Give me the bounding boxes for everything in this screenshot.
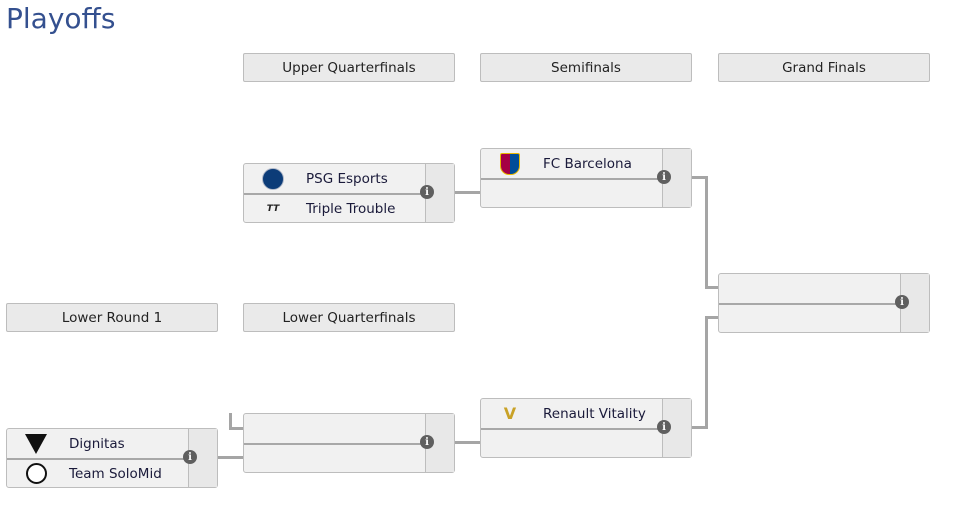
renault-vitality-logo-icon: V: [503, 404, 517, 423]
team-row[interactable]: Team SoloMid: [7, 459, 190, 488]
psg-logo-icon: [260, 167, 286, 190]
match-lower-quarterfinal[interactable]: i: [243, 413, 455, 473]
team-row[interactable]: Dignitas: [7, 429, 217, 460]
info-icon[interactable]: i: [420, 435, 434, 449]
info-icon[interactable]: i: [657, 420, 671, 434]
info-icon[interactable]: i: [183, 450, 197, 464]
connector-line: [705, 176, 708, 288]
match-grand-finals[interactable]: i: [718, 273, 930, 333]
team-row[interactable]: [719, 274, 929, 305]
team-solomid-logo-icon: [23, 463, 49, 485]
header-lower-quarterfinals: Lower Quarterfinals: [243, 303, 455, 332]
connector-line: [455, 191, 480, 194]
team-row[interactable]: [719, 304, 902, 333]
connector-line: [705, 316, 718, 319]
connector-line: [705, 286, 718, 289]
header-upper-quarterfinals: Upper Quarterfinals: [243, 53, 455, 82]
match-semifinal-1[interactable]: FC Barcelona i: [480, 148, 692, 208]
header-semifinals: Semifinals: [480, 53, 692, 82]
fc-barcelona-logo-icon: [497, 152, 523, 175]
team-name: Renault Vitality: [543, 405, 646, 422]
team-row[interactable]: [481, 179, 664, 208]
connector-line: [229, 427, 243, 430]
team-name: Team SoloMid: [69, 465, 162, 482]
info-icon[interactable]: i: [895, 295, 909, 309]
connector-line: [455, 441, 480, 444]
team-row[interactable]: FC Barcelona: [481, 149, 691, 180]
team-row[interactable]: V Renault Vitality: [481, 399, 691, 430]
page-title: Playoffs: [6, 2, 116, 35]
header-grand-finals: Grand Finals: [718, 53, 930, 82]
team-row[interactable]: [244, 414, 454, 445]
header-lower-round-1: Lower Round 1: [6, 303, 218, 332]
match-semifinal-2[interactable]: V Renault Vitality i: [480, 398, 692, 458]
dignitas-logo-icon: [23, 433, 49, 455]
team-row[interactable]: PSG Esports: [244, 164, 454, 195]
team-name: PSG Esports: [306, 170, 388, 187]
connector-line: [229, 413, 232, 430]
team-name: FC Barcelona: [543, 155, 632, 172]
team-name: Dignitas: [69, 435, 125, 452]
info-icon[interactable]: i: [657, 170, 671, 184]
match-lower-round-1[interactable]: Dignitas Team SoloMid i: [6, 428, 218, 488]
connector-line: [200, 456, 243, 459]
info-icon[interactable]: i: [420, 185, 434, 199]
team-name: Triple Trouble: [306, 200, 396, 217]
match-upper-quarterfinal[interactable]: PSG Esports TT Triple Trouble i: [243, 163, 455, 223]
connector-line: [705, 316, 708, 429]
team-row[interactable]: [244, 444, 427, 473]
team-row[interactable]: TT Triple Trouble: [244, 194, 427, 223]
team-row[interactable]: [481, 429, 664, 458]
triple-trouble-logo-icon: TT: [266, 203, 280, 214]
